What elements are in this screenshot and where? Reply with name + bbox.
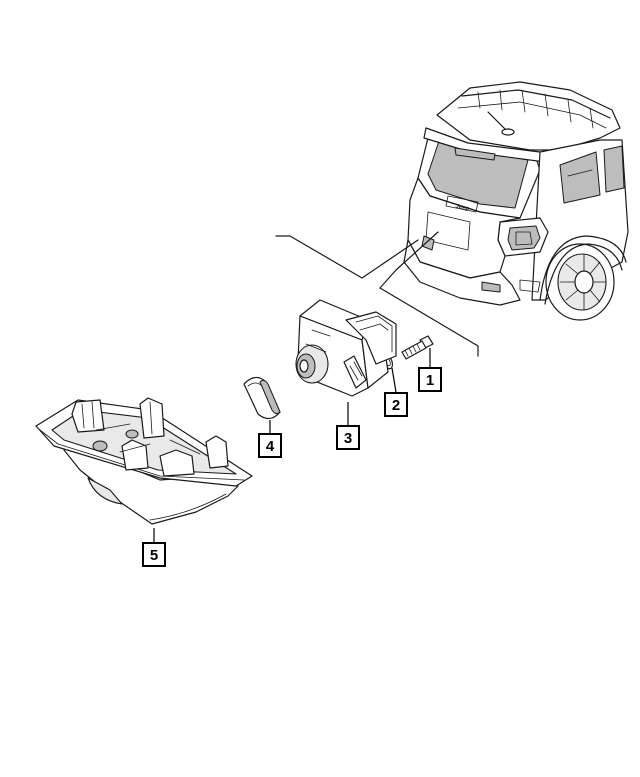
part-1-screw	[401, 335, 434, 360]
part-4-seal	[243, 376, 281, 420]
callout-4[interactable]: 4	[258, 433, 282, 458]
vehicle-emblem-text: Jeep	[455, 204, 470, 213]
callout-2[interactable]: 2	[384, 392, 408, 417]
callout-5[interactable]: 5	[142, 542, 166, 567]
callout-2-box	[384, 392, 408, 417]
callout-1-box	[418, 367, 442, 392]
callout-leaders	[153, 348, 431, 542]
vehicle-rear-view	[403, 81, 629, 321]
callout-3-box	[336, 425, 360, 450]
part-5-bracket	[35, 397, 253, 525]
callout-4-label: 4	[266, 438, 275, 455]
callout-1-label: 1	[426, 372, 434, 389]
callout-4-box	[258, 433, 282, 458]
callout-3[interactable]: 3	[336, 425, 360, 450]
callout-3-label: 3	[344, 430, 352, 447]
callout-2-label: 2	[392, 397, 400, 414]
callout-5-box	[142, 542, 166, 567]
location-leader-lines	[275, 231, 479, 357]
callout-5-label: 5	[150, 547, 158, 564]
part-3-camera	[295, 299, 397, 397]
callout-1[interactable]: 1	[418, 367, 442, 392]
